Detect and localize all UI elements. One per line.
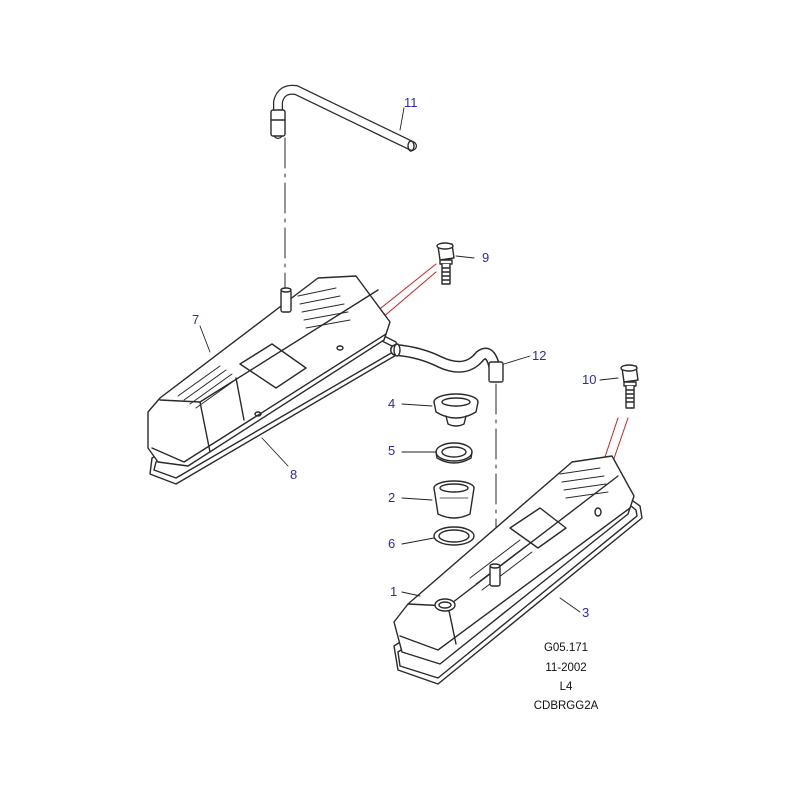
diagram-panel: 11 9 7 12 10 4 5 8 2 6 1 3 G05.171 11-20…: [126, 78, 682, 724]
rocker-cover-part-1[interactable]: [393, 455, 635, 665]
breather-hose-part-12[interactable]: [390, 343, 504, 383]
callout-4[interactable]: 4: [388, 396, 396, 411]
callout-5[interactable]: 5: [388, 443, 396, 458]
callout-8[interactable]: 8: [290, 467, 298, 482]
illustration-code: G05.171: [543, 642, 589, 654]
callout-6[interactable]: 6: [388, 536, 396, 551]
oil-filler-cap-part-4[interactable]: [433, 393, 479, 427]
bolt-part-10[interactable]: [620, 364, 639, 409]
callout-7[interactable]: 7: [192, 312, 200, 327]
bolt-part-9[interactable]: [436, 242, 455, 285]
callout-10[interactable]: 10: [582, 372, 597, 387]
rocker-cover-part-7[interactable]: [147, 275, 391, 467]
callout-9[interactable]: 9: [482, 250, 490, 265]
revision-date: 11-2002: [545, 662, 587, 674]
level-code: L4: [559, 681, 573, 693]
o-ring-part-6[interactable]: [433, 526, 475, 546]
breather-hose-part-11[interactable]: [270, 84, 417, 152]
callout-leaders: [199, 107, 619, 613]
callout-11[interactable]: 11: [404, 95, 418, 110]
callout-2[interactable]: 2: [388, 490, 396, 505]
callout-1[interactable]: 1: [390, 584, 398, 599]
exploded-view-drawing: [147, 84, 643, 685]
filler-neck-part-2[interactable]: [433, 480, 475, 519]
diagram-code: CDBRGG2A: [533, 700, 599, 712]
seal-part-5[interactable]: [435, 442, 473, 464]
callout-3[interactable]: 3: [582, 605, 590, 620]
callout-12[interactable]: 12: [532, 348, 547, 363]
